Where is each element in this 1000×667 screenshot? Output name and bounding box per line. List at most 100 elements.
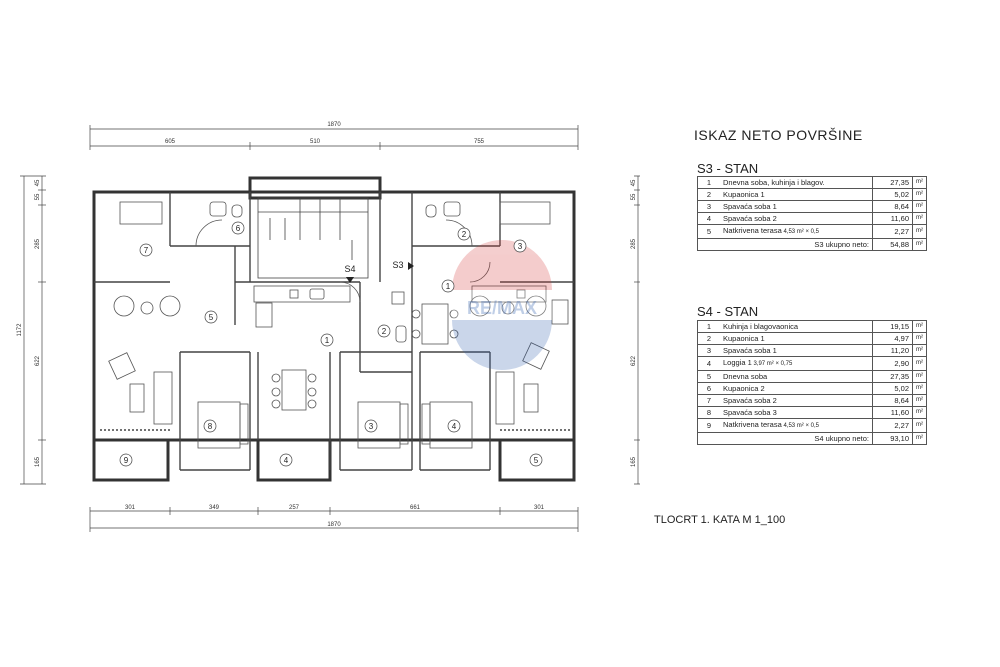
row-number: 4 — [697, 356, 720, 371]
room-number: 2 — [457, 227, 471, 241]
dimension-label: 510 — [310, 139, 321, 145]
dimension-label: 45 — [35, 179, 41, 186]
area-unit: m² — [912, 176, 927, 189]
area-unit: m² — [912, 212, 927, 225]
room-name: Spavaća soba 3 — [720, 406, 873, 419]
dimension-label: 55 — [631, 193, 637, 200]
area-unit: m² — [912, 344, 927, 357]
dimension-label: 755 — [474, 139, 485, 145]
room-name: Kupaonica 2 — [720, 382, 873, 395]
svg-text:5: 5 — [534, 456, 539, 465]
dimension-label: 1870 — [327, 522, 341, 528]
area-unit: m² — [912, 200, 927, 213]
dimension-label: 301 — [534, 505, 545, 511]
room-number: 8 — [203, 419, 217, 433]
room-name: Kupaonica 1 — [720, 332, 873, 345]
row-number: 3 — [697, 344, 720, 357]
svg-text:8: 8 — [208, 422, 213, 431]
room-name: Spavaća soba 2 — [720, 212, 873, 225]
row-number: 1 — [697, 320, 720, 333]
row-number: 3 — [697, 200, 720, 213]
room-number: 4 — [279, 453, 293, 467]
room-name: Dnevna soba — [720, 370, 873, 383]
row-number: 8 — [697, 406, 720, 419]
svg-text:7: 7 — [144, 246, 149, 255]
area-unit: m² — [912, 406, 927, 419]
room-number: 3 — [513, 239, 527, 253]
area-unit: m² — [912, 370, 927, 383]
room-area: 2,90 — [872, 356, 913, 371]
dimension-label: 349 — [209, 505, 220, 511]
area-unit: m² — [912, 382, 927, 395]
room-area: 5,02 — [872, 382, 913, 395]
svg-text:5: 5 — [209, 313, 214, 322]
room-area: 2,27 — [872, 418, 913, 433]
room-number: 1 — [320, 333, 334, 347]
room-area: 2,27 — [872, 224, 913, 239]
svg-text:1: 1 — [446, 282, 451, 291]
room-name: Natkrivena terasa 4,53 m² × 0,5 — [720, 418, 873, 433]
room-extra: 4,53 m² × 0,5 — [781, 229, 819, 235]
area-unit: m² — [912, 418, 927, 433]
room-name: Spavaća soba 1 — [720, 200, 873, 213]
room-number: 5 — [204, 310, 218, 324]
dimension-label: 45 — [631, 179, 637, 186]
area-unit: m² — [912, 320, 927, 333]
table-heading: ISKAZ NETO POVRŠINE — [694, 127, 863, 143]
row-number: 7 — [697, 394, 720, 407]
svg-text:3: 3 — [518, 242, 523, 251]
svg-text:2: 2 — [462, 230, 467, 239]
room-extra: 4,53 m² × 0,5 — [781, 423, 819, 429]
room-number: 4 — [447, 419, 461, 433]
room-name: Loggia 1 3,97 m² × 0,75 — [720, 356, 873, 371]
svg-text:3: 3 — [369, 422, 374, 431]
label-s4: S4 — [344, 264, 355, 274]
room-area: 5,02 — [872, 188, 913, 201]
room-number: 3 — [364, 419, 378, 433]
row-number: 2 — [697, 188, 720, 201]
row-number: 5 — [697, 370, 720, 383]
room-area: 11,20 — [872, 344, 913, 357]
room-name: Dnevna soba, kuhinja i blagov. — [720, 176, 873, 189]
total-label: S4 ukupno neto: — [697, 432, 873, 445]
room-number: 9 — [119, 453, 133, 467]
room-name: Spavaća soba 1 — [720, 344, 873, 357]
dimension-label: 165 — [631, 456, 637, 467]
area-unit: m² — [912, 332, 927, 345]
room-name: Spavaća soba 2 — [720, 394, 873, 407]
svg-text:9: 9 — [124, 456, 129, 465]
room-number: 5 — [529, 453, 543, 467]
svg-text:4: 4 — [284, 456, 289, 465]
room-area: 19,15 — [872, 320, 913, 333]
room-name: Kupaonica 1 — [720, 188, 873, 201]
area-unit: m² — [912, 224, 927, 239]
row-number: 6 — [697, 382, 720, 395]
total-unit: m² — [912, 432, 927, 445]
area-unit: m² — [912, 188, 927, 201]
row-number: 4 — [697, 212, 720, 225]
area-unit: m² — [912, 356, 927, 371]
dimension-label: 1172 — [17, 323, 23, 337]
label-s3: S3 — [392, 260, 403, 270]
room-area: 4,97 — [872, 332, 913, 345]
dimension-label: 622 — [631, 355, 637, 366]
room-area: 11,60 — [872, 212, 913, 225]
room-name: Kuhinja i blagovaonica — [720, 320, 873, 333]
room-name: Natkrivena terasa 4,53 m² × 0,5 — [720, 224, 873, 239]
room-area: 27,35 — [872, 370, 913, 383]
svg-text:6: 6 — [236, 224, 241, 233]
